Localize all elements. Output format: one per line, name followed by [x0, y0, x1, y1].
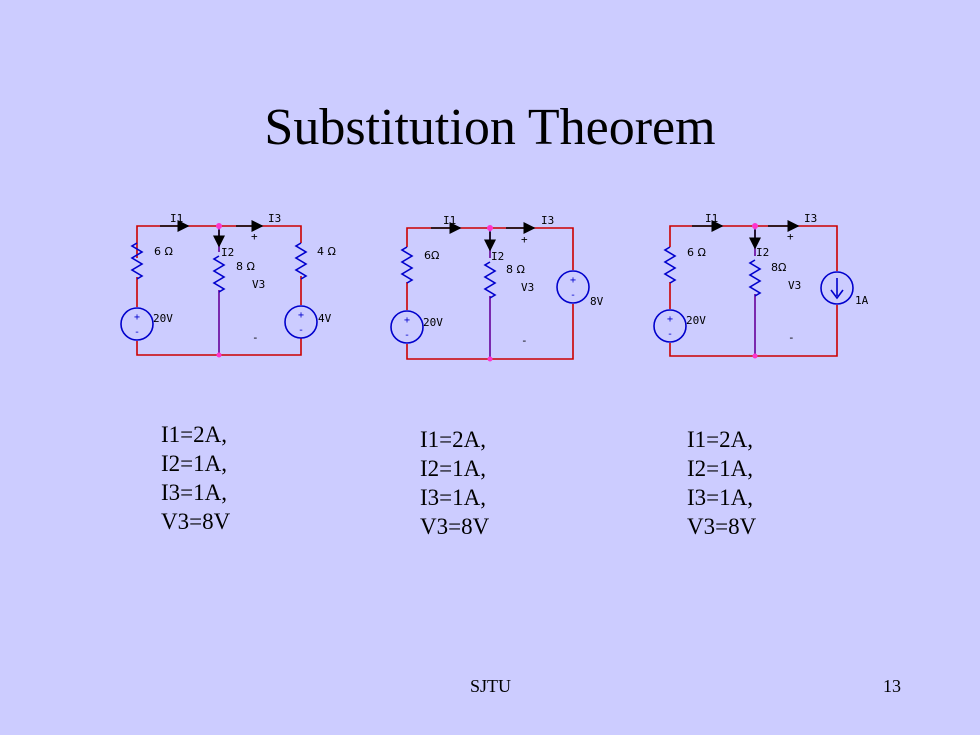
label-v3: V3 — [252, 278, 265, 291]
label-r-left: 6 Ω — [154, 245, 173, 258]
result-line: I2=1A, — [161, 451, 227, 476]
node-dot — [752, 353, 758, 359]
resistor-8ohm-icon — [212, 255, 226, 293]
label-i2: I2 — [491, 250, 504, 263]
label-source-20v: 20V — [153, 312, 173, 325]
label-i3: I3 — [541, 214, 554, 227]
label-r-mid: 8 Ω — [506, 263, 525, 276]
result-line: I1=2A, — [687, 427, 753, 452]
voltage-source-icon — [390, 310, 424, 344]
voltage-source-icon — [284, 305, 318, 339]
label-i1: I1 — [705, 212, 718, 225]
label-r-mid: 8 Ω — [236, 260, 255, 273]
svg-text:+: + — [404, 315, 410, 326]
label-minus: - — [521, 334, 528, 347]
result-line: I3=1A, — [161, 480, 227, 505]
label-v3: V3 — [788, 279, 801, 292]
resistor-8ohm-icon — [483, 261, 497, 299]
voltage-source-icon — [556, 270, 590, 304]
result-line: I3=1A, — [420, 485, 486, 510]
label-i1: I1 — [443, 214, 456, 227]
svg-text:+: + — [298, 310, 304, 321]
results-circuit-3: I1=2A, I2=1A, I3=1A, V3=8V — [687, 425, 756, 541]
node-dot — [487, 356, 493, 362]
svg-text:-: - — [298, 325, 304, 336]
label-r-right: 4 Ω — [317, 245, 336, 258]
label-plus: + — [521, 233, 528, 246]
result-line: I2=1A, — [420, 456, 486, 481]
label-v3: V3 — [521, 281, 534, 294]
resistor-4ohm-icon — [294, 242, 308, 280]
results-circuit-2: I1=2A, I2=1A, I3=1A, V3=8V — [420, 425, 489, 541]
resistor-8ohm-icon — [748, 259, 762, 297]
resistor-6ohm-icon — [130, 242, 144, 280]
voltage-source-icon — [120, 307, 154, 341]
svg-text:+: + — [134, 312, 140, 323]
voltage-source-icon — [653, 309, 687, 343]
result-line: V3=8V — [161, 509, 231, 534]
label-r-mid: 8Ω — [771, 261, 786, 274]
result-line: I1=2A, — [161, 422, 227, 447]
circuit-2: I1 I3 I2 + V3 - 20V 8V 6Ω 8 Ω + - + - — [390, 214, 604, 362]
result-line: I3=1A, — [687, 485, 753, 510]
label-plus: + — [787, 230, 794, 243]
label-i1: I1 — [170, 212, 183, 225]
results-circuit-1: I1=2A, I2=1A, I3=1A, V3=8V — [161, 420, 230, 536]
resistor-6ohm-icon — [663, 246, 677, 284]
result-line: I1=2A, — [420, 427, 486, 452]
result-line: I2=1A, — [687, 456, 753, 481]
svg-text:-: - — [667, 329, 673, 340]
footer-label: SJTU — [470, 676, 512, 696]
node-dot — [216, 223, 222, 229]
label-source-1a: 1A — [855, 294, 869, 307]
label-r-left: 6Ω — [424, 249, 439, 262]
svg-text:-: - — [404, 330, 410, 341]
node-dot — [487, 225, 493, 231]
label-i2: I2 — [756, 246, 769, 259]
label-minus: - — [788, 331, 795, 344]
label-source-20v: 20V — [686, 314, 706, 327]
slide-title: Substitution Theorem — [264, 99, 716, 156]
current-source-icon — [820, 271, 854, 305]
circuit-1: I1 I3 I2 + V3 - 20V 4V 6 Ω 8 Ω 4 Ω + - +… — [120, 212, 336, 358]
label-plus: + — [251, 230, 258, 243]
result-line: V3=8V — [420, 514, 490, 539]
label-i3: I3 — [804, 212, 817, 225]
circuit-3: I1 I3 I2 + V3 - 20V 1A 6 Ω 8Ω + - — [653, 212, 869, 359]
svg-text:+: + — [667, 314, 673, 325]
result-line: V3=8V — [687, 514, 757, 539]
svg-text:-: - — [570, 290, 576, 301]
page-number: 13 — [883, 676, 901, 696]
svg-text:+: + — [570, 275, 576, 286]
node-dot — [752, 223, 758, 229]
label-source-20v: 20V — [423, 316, 443, 329]
label-i2: I2 — [221, 246, 234, 259]
label-r-left: 6 Ω — [687, 246, 706, 259]
node-dot — [216, 352, 222, 358]
label-i3: I3 — [268, 212, 281, 225]
label-minus: - — [252, 331, 259, 344]
resistor-6ohm-icon — [400, 246, 414, 284]
svg-text:-: - — [134, 327, 140, 338]
label-source-8v: 8V — [590, 295, 604, 308]
label-source-4v: 4V — [318, 312, 332, 325]
